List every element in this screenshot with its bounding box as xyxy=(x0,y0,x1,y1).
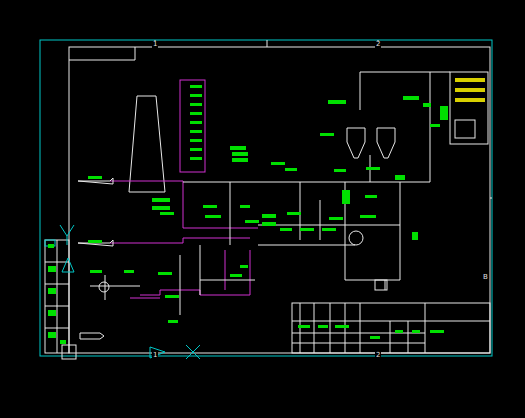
zone-marker: 2 xyxy=(375,352,381,359)
cyclone xyxy=(99,128,395,292)
zone-marker: 1 xyxy=(152,352,158,359)
bag-filter xyxy=(455,78,485,102)
zone-marker: B xyxy=(482,274,489,281)
magenta-panel xyxy=(180,80,205,172)
zone-marker: 2 xyxy=(375,41,381,48)
title-block xyxy=(292,303,490,353)
unreadable-tag xyxy=(48,85,448,344)
sheet-frame xyxy=(40,40,492,356)
process-lines xyxy=(90,72,488,315)
drawing-border xyxy=(69,47,490,353)
revision-table xyxy=(45,240,76,359)
zone-marker: 1 xyxy=(152,41,158,48)
chimney xyxy=(129,96,165,192)
